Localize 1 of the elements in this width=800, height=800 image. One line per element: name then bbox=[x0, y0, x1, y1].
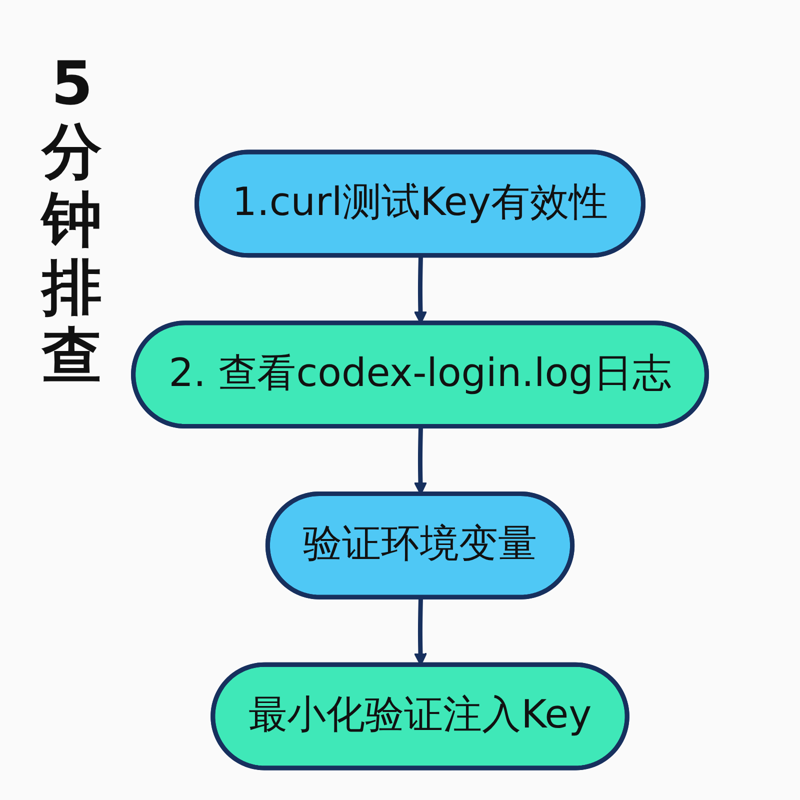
title: 5分钟排查 bbox=[40, 50, 103, 390]
